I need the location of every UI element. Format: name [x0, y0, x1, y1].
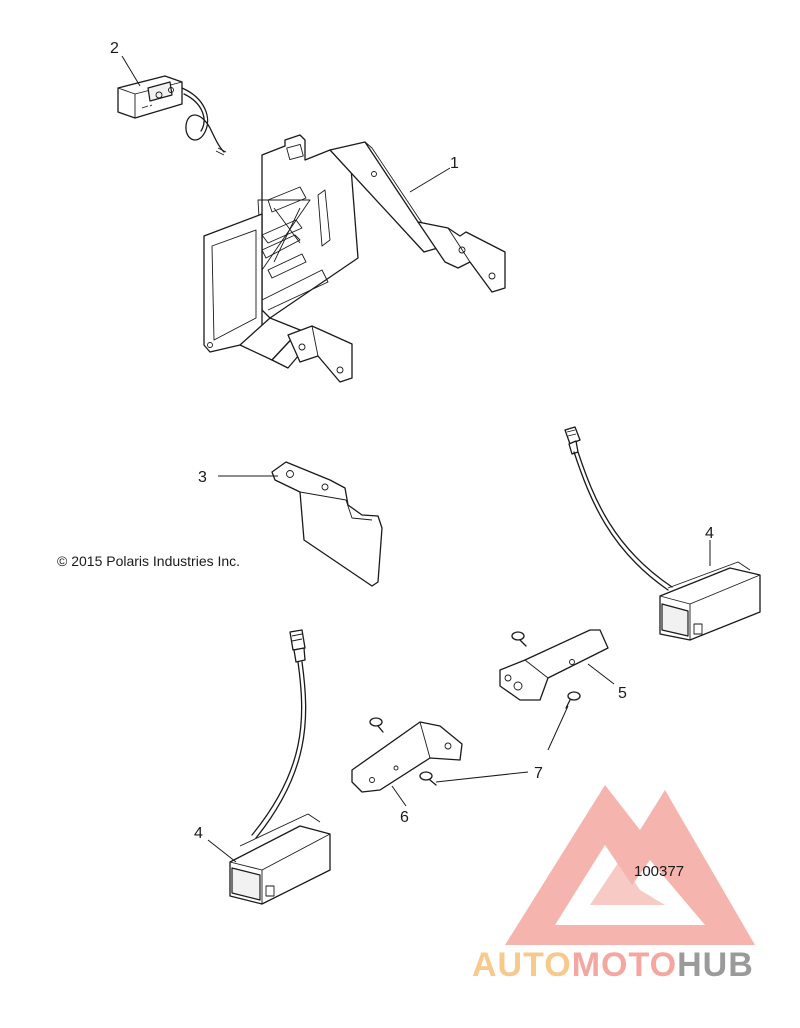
watermark-logo-icon	[505, 785, 755, 945]
callout-4-lower: 4	[194, 825, 203, 842]
callout-2: 2	[110, 40, 119, 57]
callout-1: 1	[450, 155, 459, 172]
callout-leaders	[121, 55, 711, 863]
screw-icon	[511, 631, 527, 647]
figure-id: 100377	[634, 863, 684, 880]
part-1-mounting-bracket	[203, 134, 506, 383]
callout-7: 7	[534, 765, 543, 782]
part-2-switch	[117, 75, 227, 156]
screw-icon	[419, 771, 437, 786]
callout-3: 3	[198, 469, 207, 486]
part-3-shield-plate	[271, 461, 383, 587]
watermark-moto: MOTO	[572, 946, 677, 984]
callout-5: 5	[618, 685, 627, 702]
part-5-light-bracket	[499, 629, 609, 701]
screw-icon	[565, 691, 581, 709]
callout-4-upper: 4	[705, 525, 714, 542]
watermark-text: AUTOMOTOHUB	[472, 946, 754, 984]
copyright-notice: © 2015 Polaris Industries Inc.	[57, 553, 240, 569]
part-4-upper-light	[564, 426, 761, 641]
screw-icon	[369, 717, 384, 733]
watermark-auto: AUTO	[472, 946, 572, 984]
watermark-hub: HUB	[677, 946, 754, 984]
part-6-light-bracket	[351, 721, 463, 793]
callout-6: 6	[400, 809, 409, 826]
part-4-lower-light	[229, 629, 331, 905]
part-7-screws	[369, 631, 581, 786]
